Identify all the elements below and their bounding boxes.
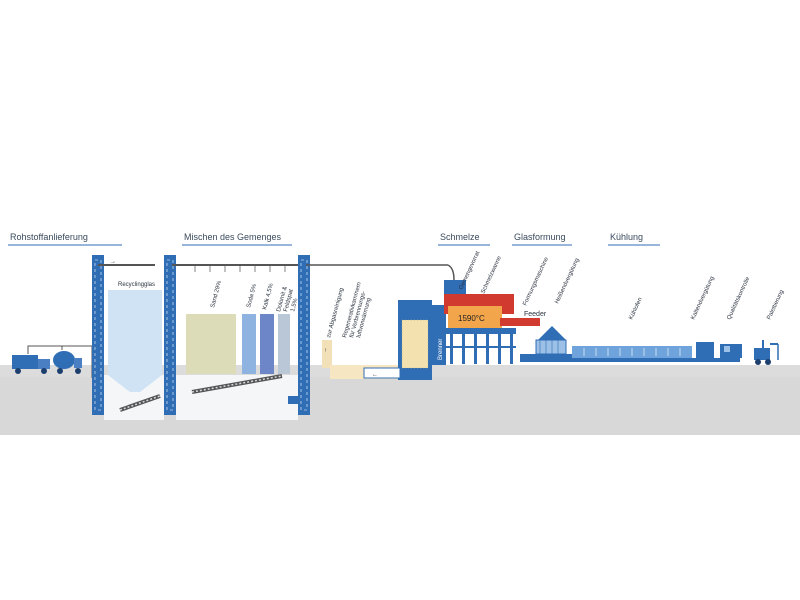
cold-end-coating — [696, 342, 714, 358]
brenner-label: Brenner — [438, 339, 444, 360]
feeder — [500, 318, 540, 326]
stage-label-schmelze: Schmelze — [440, 232, 480, 242]
schmelzwanne-label: Schmelzwanne — [480, 255, 503, 295]
palettierung-label: Palettierung — [766, 289, 785, 321]
stage-label-glasformung: Glasformung — [514, 232, 566, 242]
abgas-label: zur Abgasreinigung — [326, 287, 345, 338]
support-column-1 — [92, 255, 104, 415]
forming-machine — [535, 339, 567, 355]
support-column-2 — [164, 255, 176, 415]
support-column-3 — [298, 255, 310, 415]
recyclingglas-silo — [108, 290, 162, 392]
batch-hopper — [444, 280, 466, 294]
dolomit-label-3: 1,5% — [290, 297, 300, 312]
truck-icon — [12, 355, 50, 374]
stage-label-rohstoff: Rohstoffanlieferung — [10, 232, 88, 242]
kaltend-label: Kaltendvergütung — [690, 276, 715, 321]
line-conveyor — [572, 358, 740, 362]
quality-control — [720, 344, 742, 358]
recyclingglas-label: Recyclingglas — [118, 282, 155, 288]
sand-label: Sand 29% — [210, 280, 223, 309]
qualitaet-label: Qualitätskontrolle — [726, 276, 751, 321]
conveyor-drops — [194, 266, 286, 272]
silo-sand — [186, 314, 236, 374]
svg-text:↑: ↑ — [324, 348, 327, 354]
kuehlofen-label: Kühlofen — [628, 297, 643, 321]
melting-tank — [448, 306, 502, 328]
tanker-truck-icon — [53, 351, 82, 374]
kalk-label: Kalk 4,5% — [262, 282, 275, 310]
silo-dolomit — [278, 314, 290, 374]
forklift-icon — [754, 340, 779, 365]
stage-label-mischen: Mischen des Gemenges — [184, 232, 282, 242]
heissend-label: Heißendvergütung — [554, 258, 580, 305]
stage-label-kuehlung: Kühlung — [610, 232, 643, 242]
soda-label: Soda 5% — [246, 283, 258, 309]
silo-kalk — [260, 314, 274, 374]
forming-machine-top — [538, 326, 566, 340]
feeder-label: Feeder — [524, 311, 547, 318]
exhaust-pipe — [322, 340, 332, 368]
svg-text:←: ← — [372, 372, 378, 378]
furnace-supports — [450, 334, 513, 364]
silo-soda — [242, 314, 256, 374]
svg-text:→: → — [110, 259, 116, 265]
dolomit-label-2: Feldspat — [283, 288, 295, 312]
formungsmaschine-label: Formungsmaschine — [522, 256, 550, 307]
gemengevorrat-label: Gemengevorrat — [458, 250, 481, 291]
burner-column — [432, 305, 446, 365]
pit-2 — [176, 375, 298, 420]
temperature-label: 1590°C — [458, 314, 485, 323]
